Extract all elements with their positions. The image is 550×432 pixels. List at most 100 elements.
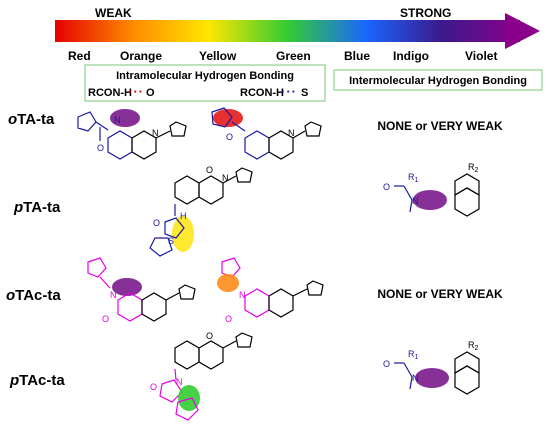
color-label-violet: Violet (465, 49, 497, 63)
oxazine-ring (268, 130, 294, 160)
atom-o-ring: O (206, 165, 213, 175)
thiophene-ring-acetyl (221, 257, 241, 278)
n-methyl-bond (409, 376, 413, 390)
ch2-bond (292, 130, 306, 139)
row-label-otacta: oTAc-ta (6, 287, 61, 304)
ch2-bond (155, 130, 171, 139)
atom-n-ring: N (288, 128, 295, 138)
rainbow-bar (55, 20, 520, 42)
atom-n: N (176, 377, 183, 387)
thiophene-ring (169, 121, 187, 137)
inter-legend-title: Intermolecular Hydrogen Bonding (349, 75, 527, 87)
thiophene-ring-acetyl (175, 397, 199, 421)
color-label-red: Red (68, 49, 91, 63)
thiophene-ring (178, 284, 196, 300)
benzene-ring (107, 130, 133, 160)
amide-n-bond (174, 368, 177, 381)
atom-o: O (102, 314, 109, 324)
ch2-bond (222, 175, 237, 184)
atom-h: H (180, 211, 187, 221)
weak-label: WEAK (95, 6, 132, 20)
benzene-ring (454, 187, 480, 217)
n-methyl-bond (409, 199, 413, 213)
atom-o: O (383, 182, 390, 192)
intra-legend-box (84, 64, 326, 102)
atom-o: O (226, 132, 233, 142)
atom-r1: R1 (408, 172, 419, 184)
thiophene-ring (235, 167, 253, 183)
structure-ptacta: O O N (150, 331, 253, 421)
atom-n-ring: N (222, 173, 229, 183)
hbond-ellipse-purple (413, 190, 447, 210)
thiophene-ring (306, 280, 324, 296)
hbond-ellipse-purple (112, 278, 142, 296)
atom-n: N (412, 373, 419, 383)
hbond-ellipse-orange (217, 274, 239, 292)
intra-legend-dots-o: ··· (128, 84, 144, 99)
structure-inter-ptata: O R1 N R2 (383, 162, 480, 217)
oxazine-ring (268, 288, 294, 318)
ch2-bond (165, 292, 180, 301)
amide-ring (164, 217, 185, 239)
structure-otata-a: O N N (77, 109, 187, 160)
structure-otacta-a: O N (87, 257, 196, 324)
thiophene-ring (235, 332, 253, 348)
benzene-ring (174, 175, 200, 205)
ch2-acetyl-bond (99, 276, 111, 289)
hbond-ellipse-purple (110, 109, 140, 127)
atom-o: O (97, 143, 104, 153)
row-label-ptata: pTA-ta (13, 199, 61, 216)
thiophene-ring-amide (149, 237, 173, 257)
structure-ptata: O N O H S (149, 165, 253, 257)
thiophene-ring-amide (211, 107, 233, 128)
intra-legend-donor-o: RCON-H (88, 87, 132, 99)
color-label-yellow: Yellow (199, 49, 237, 63)
oxazine-ring (454, 351, 480, 375)
intra-legend-donor-s: RCON-H (240, 87, 284, 99)
amide-bond (231, 121, 246, 132)
structure-inter-ptacta: O R1 N R2 (383, 340, 480, 395)
hbond-ellipse-yellow (172, 216, 194, 252)
intra-legend-title: Intramolecular Hydrogen Bonding (116, 70, 294, 82)
strength-scale: WEAK STRONG Red Orange Yellow Green Blue… (55, 6, 540, 63)
atom-n-ring: N (152, 128, 159, 138)
atom-o: O (225, 314, 232, 324)
row-labels: oTA-ta pTA-ta oTAc-ta pTAc-ta (6, 111, 65, 389)
oxazine-ring (198, 340, 224, 370)
atom-r2: R2 (468, 340, 479, 352)
lactam-ring (159, 379, 183, 403)
legend-intramolecular: Intramolecular Hydrogen Bonding RCON-H ·… (84, 64, 326, 102)
benzene-ring (244, 288, 270, 318)
color-label-blue: Blue (344, 49, 370, 63)
atom-o: O (150, 382, 157, 392)
structure-otacta-b: O N (217, 257, 324, 324)
ch2-bond (292, 288, 308, 297)
hbond-ellipse-green (178, 385, 200, 411)
row-label-ptacta: pTAc-ta (9, 372, 65, 389)
atom-n: N (114, 115, 121, 125)
atom-o: O (383, 359, 390, 369)
inter-legend-box (333, 69, 543, 91)
atom-n: N (239, 290, 246, 300)
amide-bond (403, 362, 413, 378)
benzene-ring (244, 130, 270, 160)
intra-legend-acceptor-s: S (301, 87, 308, 99)
ch2-bond (222, 340, 237, 349)
color-label-indigo: Indigo (393, 49, 429, 63)
benzene-ring (454, 365, 480, 395)
atom-r2: R2 (468, 162, 479, 174)
benzene-ring (117, 292, 143, 322)
legend-intermolecular: Intermolecular Hydrogen Bonding (333, 69, 543, 91)
thiophene-ring (304, 121, 322, 137)
atom-r1: R1 (408, 349, 419, 361)
amide-bond (95, 121, 109, 131)
amide-bond (403, 185, 413, 201)
intra-legend-dots-s: ··· (281, 84, 297, 99)
strong-label: STRONG (400, 6, 451, 20)
hbond-ellipse-purple (415, 368, 449, 388)
hbond-ellipse-red (213, 109, 243, 127)
oxazine-ring (131, 130, 157, 160)
thiophene-ring-amide (77, 111, 97, 132)
result-otacta: NONE or VERY WEAK (377, 287, 503, 301)
result-otata: NONE or VERY WEAK (377, 119, 503, 133)
